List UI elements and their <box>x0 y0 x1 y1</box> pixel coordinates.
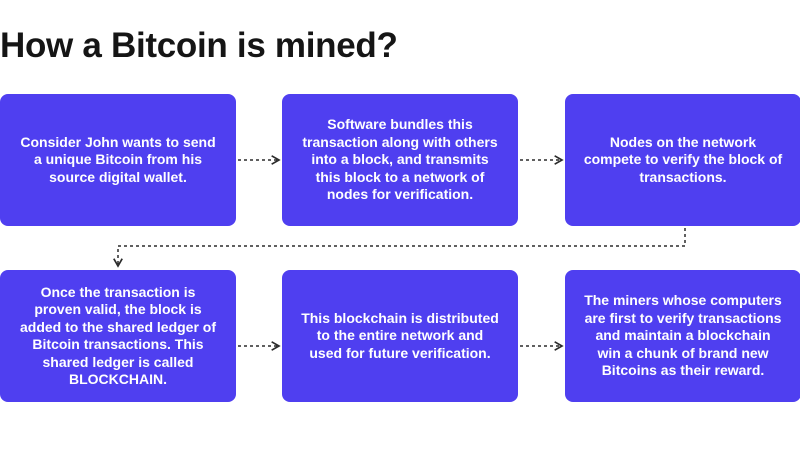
step-6-text: The miners whose computers are first to … <box>584 292 782 379</box>
step-box-4: Once the transaction is proven valid, th… <box>0 270 236 402</box>
step-1-text: Consider John wants to send a unique Bit… <box>20 133 216 185</box>
step-box-3: Nodes on the network compete to verify t… <box>565 94 800 226</box>
step-box-5: This blockchain is distributed to the en… <box>282 270 518 402</box>
step-2-text: Software bundles this transaction along … <box>302 116 498 203</box>
step-box-2: Software bundles this transaction along … <box>282 94 518 226</box>
step-box-6: The miners whose computers are first to … <box>565 270 800 402</box>
arrow-step3-to-step4 <box>113 228 686 268</box>
step-box-1: Consider John wants to send a unique Bit… <box>0 94 236 226</box>
step-4-text: Once the transaction is proven valid, th… <box>19 283 217 388</box>
page-title: How a Bitcoin is mined? <box>0 26 398 65</box>
step-5-text: This blockchain is distributed to the en… <box>301 309 499 361</box>
step-3-text: Nodes on the network compete to verify t… <box>583 133 783 185</box>
